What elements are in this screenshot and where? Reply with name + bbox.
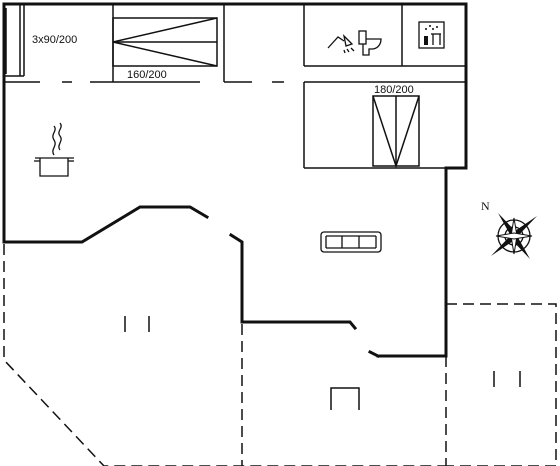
terrace-outlines xyxy=(3,244,557,466)
compass-north-label: N xyxy=(481,199,490,213)
bed-double-2 xyxy=(372,95,420,169)
bed-double-1-label: 160/200 xyxy=(127,69,167,81)
terrace-furniture xyxy=(124,316,521,410)
toilet-icon xyxy=(358,30,382,56)
kitchen-pot-icon xyxy=(34,122,74,177)
bed-double-1 xyxy=(112,17,218,67)
exterior-walls xyxy=(2,2,468,359)
interior-walls xyxy=(4,4,466,169)
sofa-icon xyxy=(320,231,382,253)
bed-triple-label: 3x90/200 xyxy=(32,34,77,46)
shower-icon xyxy=(327,34,355,54)
bed-double-2-label: 180/200 xyxy=(374,84,414,96)
compass-icon xyxy=(491,213,537,259)
sauna-icon xyxy=(418,21,445,49)
